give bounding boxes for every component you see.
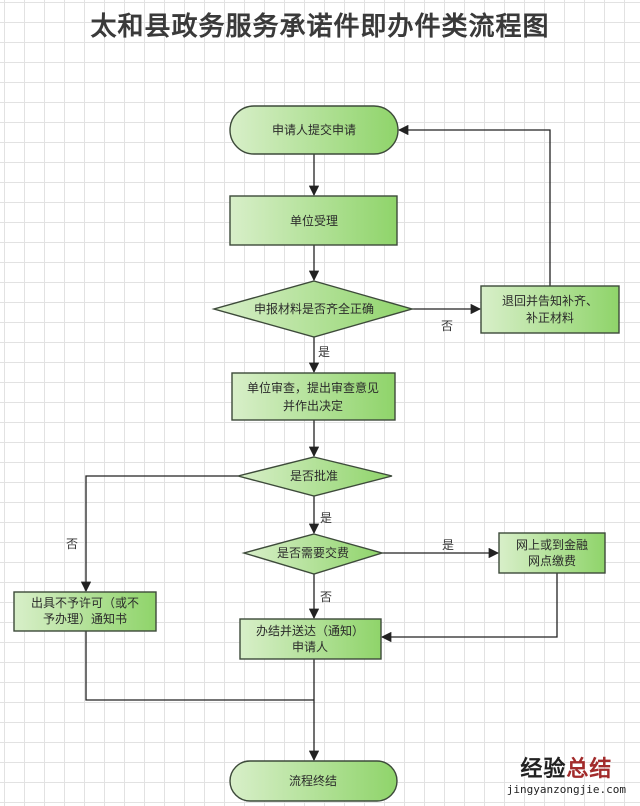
node-deny-line1: 出具不予许可（或不: [31, 596, 139, 610]
node-review: 单位审查，提出审查意见 并作出决定: [231, 372, 396, 421]
watermark-cn-part1: 经验: [520, 757, 567, 782]
label-fee-no: 否: [320, 590, 332, 604]
node-deny-notice: 出具不予许可（或不 予办理）通知书: [13, 591, 157, 632]
node-pay-fee-line1: 网上或到金融: [516, 537, 588, 552]
edge-deny-to-end: [85, 631, 314, 701]
watermark-cn-part2: 总结: [566, 757, 613, 782]
node-return-line2: 补正材料: [526, 311, 574, 325]
node-check-materials: 申报材料是否齐全正确: [211, 280, 415, 338]
node-approve: 是否批准: [237, 456, 393, 497]
node-return-supplement: 退回并告知补齐、 补正材料: [480, 285, 620, 334]
node-need-fee-label: 是否需要交费: [277, 545, 349, 560]
diagram-title: 太和县政务服务承诺件即办件类流程图: [90, 12, 550, 42]
node-check-materials-label: 申报材料是否齐全正确: [254, 301, 374, 316]
node-deny-line2: 予办理）通知书: [43, 611, 127, 626]
node-start: 申请人提交申请: [229, 105, 399, 155]
node-approve-label: 是否批准: [290, 468, 338, 483]
watermark-logo: 经验总结: [507, 751, 626, 783]
edge-return-to-start: [397, 124, 551, 286]
node-deliver-line2: 申请人: [292, 640, 328, 654]
node-pay-fee-line2: 网点缴费: [528, 553, 576, 568]
node-deliver-line1: 办结并送达（通知）: [256, 623, 364, 638]
node-return-line1: 退回并告知补齐、: [502, 293, 598, 308]
watermark-url: jingyanzongjie.com: [506, 783, 626, 796]
node-start-label: 申请人提交申请: [272, 122, 356, 137]
node-accept-label: 单位受理: [290, 213, 338, 228]
label-fee-yes: 是: [442, 538, 454, 552]
node-accept: 单位受理: [229, 195, 398, 246]
watermark: 经验总结 jingyanzongjie.com: [507, 751, 626, 796]
node-end: 流程终结: [229, 760, 398, 802]
label-approve-no: 否: [66, 537, 78, 551]
node-review-line1: 单位审查，提出审查意见: [247, 380, 379, 395]
edge-approve-no: [80, 475, 238, 593]
node-end-label: 流程终结: [289, 773, 337, 788]
node-deliver: 办结并送达（通知） 申请人: [239, 618, 382, 660]
label-materials-yes: 是: [318, 345, 330, 359]
node-review-line2: 并作出决定: [283, 398, 343, 413]
node-need-fee: 是否需要交费: [241, 533, 385, 575]
label-materials-no: 否: [441, 319, 453, 333]
label-approve-yes: 是: [320, 511, 332, 525]
edge-pay-to-deliver: [380, 573, 558, 643]
node-pay-fee: 网上或到金融 网点缴费: [498, 532, 606, 574]
